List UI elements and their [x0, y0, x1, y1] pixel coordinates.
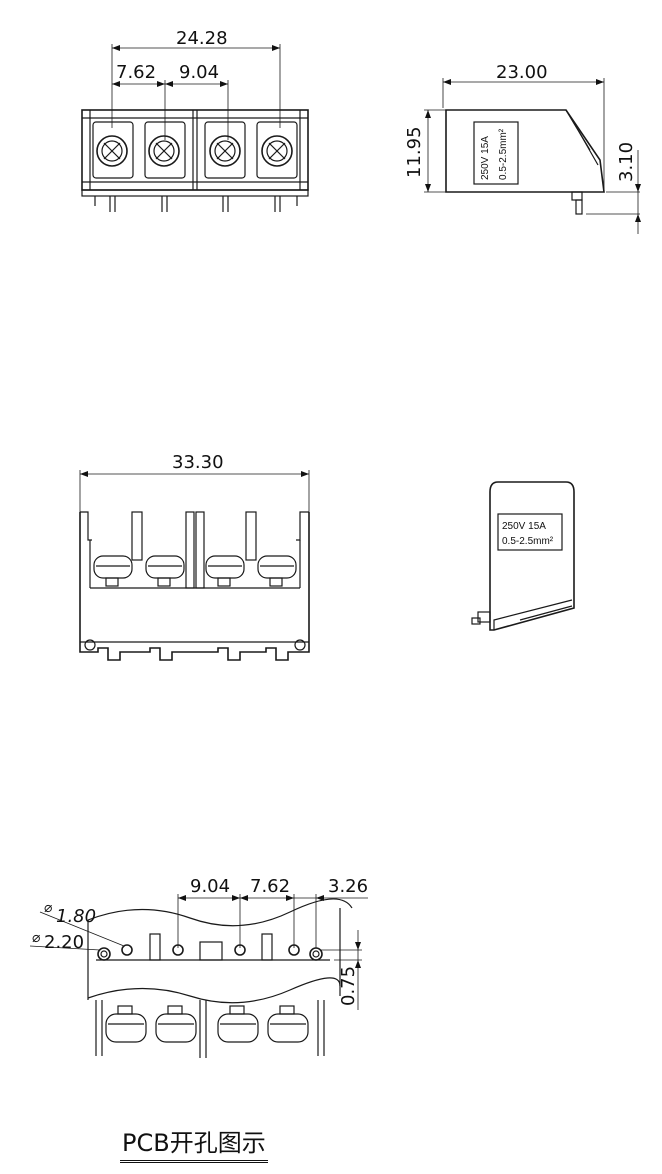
dim-top-overall: 24.28: [176, 28, 228, 49]
dim-pcb-pitch-b: 9.04: [190, 876, 230, 897]
dim-pcb-hole-large: 2.20: [44, 932, 84, 953]
end-view: 250V 15A 0.5-2.5mm²: [471, 481, 575, 631]
terminal-clamp-icon: [93, 555, 297, 587]
end-rating-line2: 0.5-2.5mm²: [502, 536, 554, 547]
end-rating-line1: 250V 15A: [502, 521, 546, 532]
dim-top-pitch-a: 7.62: [116, 62, 156, 83]
front-view: 33.30: [79, 452, 310, 661]
dim-pcb-offset: 0.75: [338, 966, 359, 1006]
dim-side-pin: 3.10: [616, 142, 637, 182]
side-rating-line2: 0.5-2.5mm²: [498, 128, 509, 180]
dim-pcb-pitch-a: 7.62: [250, 876, 290, 897]
side-rating-line1: 250V 15A: [480, 136, 491, 180]
dim-pcb-hole-small: 1.80: [56, 906, 96, 927]
dim-front-overall: 33.30: [172, 452, 224, 473]
terminal-clamp-icon: [105, 1005, 309, 1043]
top-view: 24.28 7.62 9.04: [81, 28, 309, 212]
dia-symbol-2: ⌀: [32, 930, 41, 946]
dim-pcb-edge: 3.26: [328, 876, 368, 897]
screw-head-icon: [96, 135, 293, 167]
dim-side-width: 23.00: [496, 62, 548, 83]
dia-symbol-1: ⌀: [44, 900, 53, 916]
side-view: 23.00 11.95 250V 15A 0.5-2.5mm² 3.10: [404, 62, 641, 234]
pcb-hole-icon: [97, 944, 323, 961]
dim-side-height: 11.95: [404, 126, 425, 178]
caption-title: PCB开孔图示: [120, 1128, 268, 1163]
pcb-layout-view: 9.04 7.62 3.26 ⌀ 1.80 ⌀ 2.20: [29, 876, 368, 1058]
dim-top-pitch-b: 9.04: [179, 62, 219, 83]
